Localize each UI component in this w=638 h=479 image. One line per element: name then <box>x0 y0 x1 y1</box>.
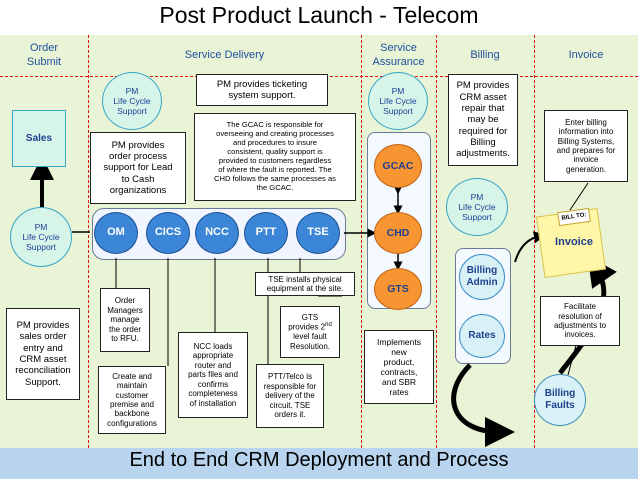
node-billing-admin: Billing Admin <box>459 254 505 300</box>
note-create-maintain: Create and maintain customer premise and… <box>98 366 166 434</box>
lane-divider <box>361 35 362 448</box>
node-gts: GTS <box>374 268 422 310</box>
invoice-label: Invoice <box>555 236 593 248</box>
node-tse: TSE <box>296 212 340 254</box>
lane-header-billing: Billing <box>470 48 500 61</box>
node-rates: Rates <box>459 314 505 358</box>
node-billing-faults: Billing Faults <box>534 374 586 426</box>
note-gcac-description: The GCAC is responsible for overseeing a… <box>194 113 356 201</box>
lane-header-service-assurance: Service Assurance <box>372 41 425 68</box>
node-om: OM <box>94 212 138 254</box>
note-ncc-loads: NCC loads appropriate router and parts f… <box>178 332 248 418</box>
lane-header-order-submit: Order Submit <box>26 41 62 68</box>
pm-lifecycle-support-delivery: PM Life Cycle Support <box>102 72 162 130</box>
lane-divider <box>436 35 437 448</box>
note-pm-ticketing: PM provides ticketing system support. <box>196 74 328 106</box>
note-pm-order-process: PM provides order process support for Le… <box>90 132 186 204</box>
node-gcac: GCAC <box>374 144 422 188</box>
node-ncc: NCC <box>195 212 239 254</box>
note-gts-provides: GTS provides 2nd level fault Resolution. <box>280 306 340 358</box>
page-title: Post Product Launch - Telecom <box>159 2 479 28</box>
note-pm-sales-order: PM provides sales order entry and CRM as… <box>6 308 80 400</box>
note-facilitate: Facilitate resolution of adjustments to … <box>540 296 620 346</box>
lane-header-invoice: Invoice <box>568 48 604 61</box>
pm-lifecycle-support-assurance: PM Life Cycle Support <box>368 72 428 130</box>
sales-node: Sales <box>12 110 66 167</box>
lane-divider <box>88 35 89 448</box>
node-chd: CHD <box>374 212 422 254</box>
note-ptt-telco: PTT/Telco is responsible for delivery of… <box>256 364 324 428</box>
footer-banner <box>0 448 638 479</box>
note-order-managers: Order Managers manage the order to RFU. <box>100 288 150 352</box>
lane-divider <box>534 35 535 448</box>
note-tse-installs: TSE installs physical equipment at the s… <box>255 272 355 296</box>
footer-text: End to End CRM Deployment and Process <box>129 449 509 471</box>
note-pm-crm-asset: PM provides CRM asset repair that may be… <box>448 74 518 166</box>
pm-lifecycle-support-order: PM Life Cycle Support <box>10 207 72 267</box>
node-cics: CICS <box>146 212 190 254</box>
lane-header-service-delivery: Service Delivery <box>184 48 265 61</box>
note-implements: Implements new product, contracts, and S… <box>364 330 434 404</box>
note-enter-billing: Enter billing information into Billing S… <box>544 110 628 182</box>
pm-lifecycle-support-billing: PM Life Cycle Support <box>446 178 508 236</box>
node-ptt: PTT <box>244 212 288 254</box>
